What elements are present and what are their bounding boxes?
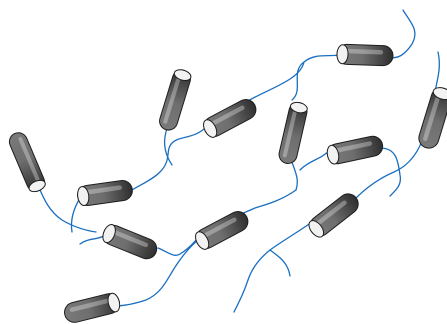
bacterium-highlight bbox=[314, 200, 347, 227]
bacterium-highlight bbox=[282, 110, 297, 158]
bacterium-7 bbox=[326, 135, 384, 165]
bacterium-highlight bbox=[18, 137, 40, 182]
bacterium-end-cap bbox=[289, 101, 308, 114]
filament-11 bbox=[355, 131, 426, 199]
filament-18 bbox=[113, 239, 199, 307]
bacterium-highlight bbox=[69, 298, 109, 312]
bacterium-end-cap bbox=[173, 69, 192, 81]
bacterium-end-cap bbox=[203, 119, 218, 138]
bacterium-highlight bbox=[163, 78, 181, 124]
filament-1 bbox=[389, 9, 416, 59]
bacterium-end-cap bbox=[308, 220, 325, 238]
bacterium-end-cap bbox=[107, 292, 121, 313]
bacterium-12 bbox=[64, 292, 121, 323]
bacterium-11 bbox=[308, 193, 359, 238]
bacterium-highlight bbox=[422, 96, 440, 142]
connecting-filaments bbox=[37, 9, 440, 313]
bacterium-5 bbox=[278, 101, 308, 164]
bacterium-8 bbox=[418, 87, 447, 149]
bacterium-4 bbox=[203, 99, 257, 138]
bacterium-2 bbox=[77, 180, 133, 207]
bacterium-10 bbox=[195, 211, 249, 250]
bacterium-highlight bbox=[343, 48, 384, 55]
bacterium-end-cap bbox=[336, 44, 349, 65]
bacterium-highlight bbox=[200, 217, 237, 239]
filament-10 bbox=[379, 147, 402, 197]
filament-17 bbox=[157, 237, 199, 256]
filament-3 bbox=[291, 53, 346, 101]
bacterium-3 bbox=[159, 69, 192, 131]
bacterium-highlight bbox=[83, 185, 122, 195]
bacterium-6 bbox=[336, 43, 394, 67]
bacterium-highlight bbox=[110, 229, 149, 248]
bacterium-end-cap bbox=[28, 179, 46, 193]
filament-13 bbox=[269, 249, 291, 277]
filament-6 bbox=[163, 127, 173, 166]
filament-12 bbox=[233, 221, 313, 313]
bacterium-1 bbox=[8, 132, 46, 193]
bacterium-highlight bbox=[332, 141, 372, 154]
filament-9 bbox=[299, 149, 331, 171]
bacterium-end-cap bbox=[102, 224, 116, 244]
bacterium-highlight bbox=[208, 105, 245, 127]
bacterium-end-cap bbox=[195, 231, 210, 250]
filament-14 bbox=[37, 184, 97, 233]
bacterium-body bbox=[418, 87, 447, 149]
bacteria-group bbox=[8, 43, 447, 323]
filament-16 bbox=[79, 235, 105, 245]
bacterium-end-cap bbox=[432, 87, 447, 101]
bacterium-end-cap bbox=[326, 144, 340, 165]
bacterium-end-cap bbox=[77, 186, 90, 207]
bacterium-9 bbox=[102, 224, 158, 260]
filament-5 bbox=[131, 124, 209, 191]
